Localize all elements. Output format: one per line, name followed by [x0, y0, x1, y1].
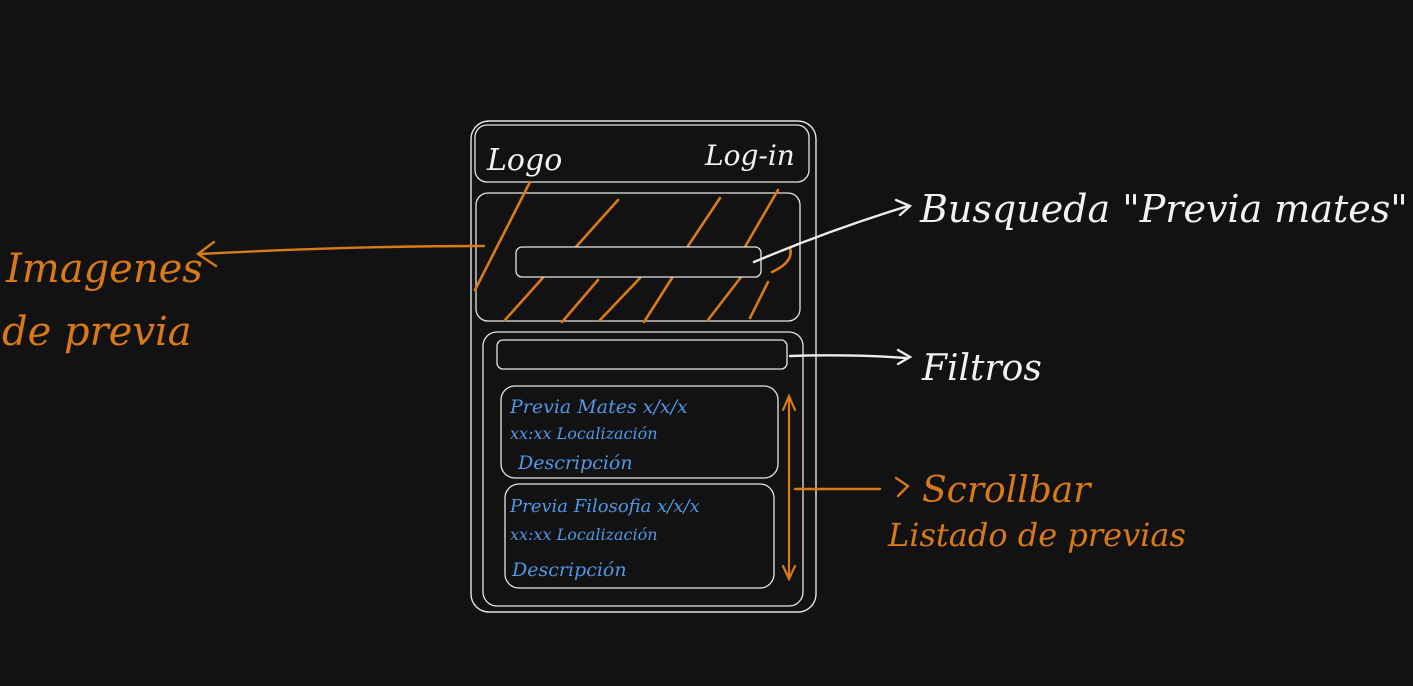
list-panel — [482, 331, 804, 607]
event-card[interactable]: Previa Mates x/x/x xx:xx Localización De… — [500, 385, 779, 479]
search-input[interactable] — [515, 246, 762, 278]
scroll-arrowhead — [894, 476, 910, 498]
annotation-arrows-white — [752, 198, 913, 366]
search-arrowhead — [894, 198, 913, 217]
filters-arrow — [788, 354, 908, 360]
scroll-annotation-line1: Scrollbar — [922, 470, 1092, 511]
images-arrow — [198, 244, 486, 256]
event-description: Descripción — [517, 452, 633, 474]
annotation-arrows-orange — [195, 240, 910, 498]
header-bar — [474, 124, 810, 183]
filters-bar[interactable] — [496, 339, 788, 370]
event-title: Previa Mates x/x/x — [509, 396, 688, 418]
scroll-annotation-line2: Listado de previas — [887, 516, 1186, 554]
logo-placeholder: Logo — [486, 143, 562, 178]
phone-frame — [470, 120, 817, 613]
scrollbar-indicator — [781, 393, 797, 582]
images-annotation-line2: de previa — [2, 309, 192, 355]
search-annotation: Busqueda "Previa mates" — [919, 187, 1408, 231]
event-title: Previa Filosofia x/x/x — [509, 496, 700, 517]
event-meta: xx:xx Localización — [510, 525, 658, 544]
event-card[interactable]: Previa Filosofia x/x/x xx:xx Localizació… — [504, 483, 775, 589]
filters-annotation: Filtros — [921, 348, 1042, 389]
login-link[interactable]: Log-in — [704, 139, 795, 172]
event-description: Descripción — [511, 559, 627, 581]
search-arrow — [752, 204, 910, 264]
event-meta: xx:xx Localización — [510, 424, 658, 443]
images-annotation-line1: Imagenes — [5, 246, 203, 292]
filters-arrowhead — [896, 348, 913, 366]
images-arrowhead — [195, 240, 218, 268]
